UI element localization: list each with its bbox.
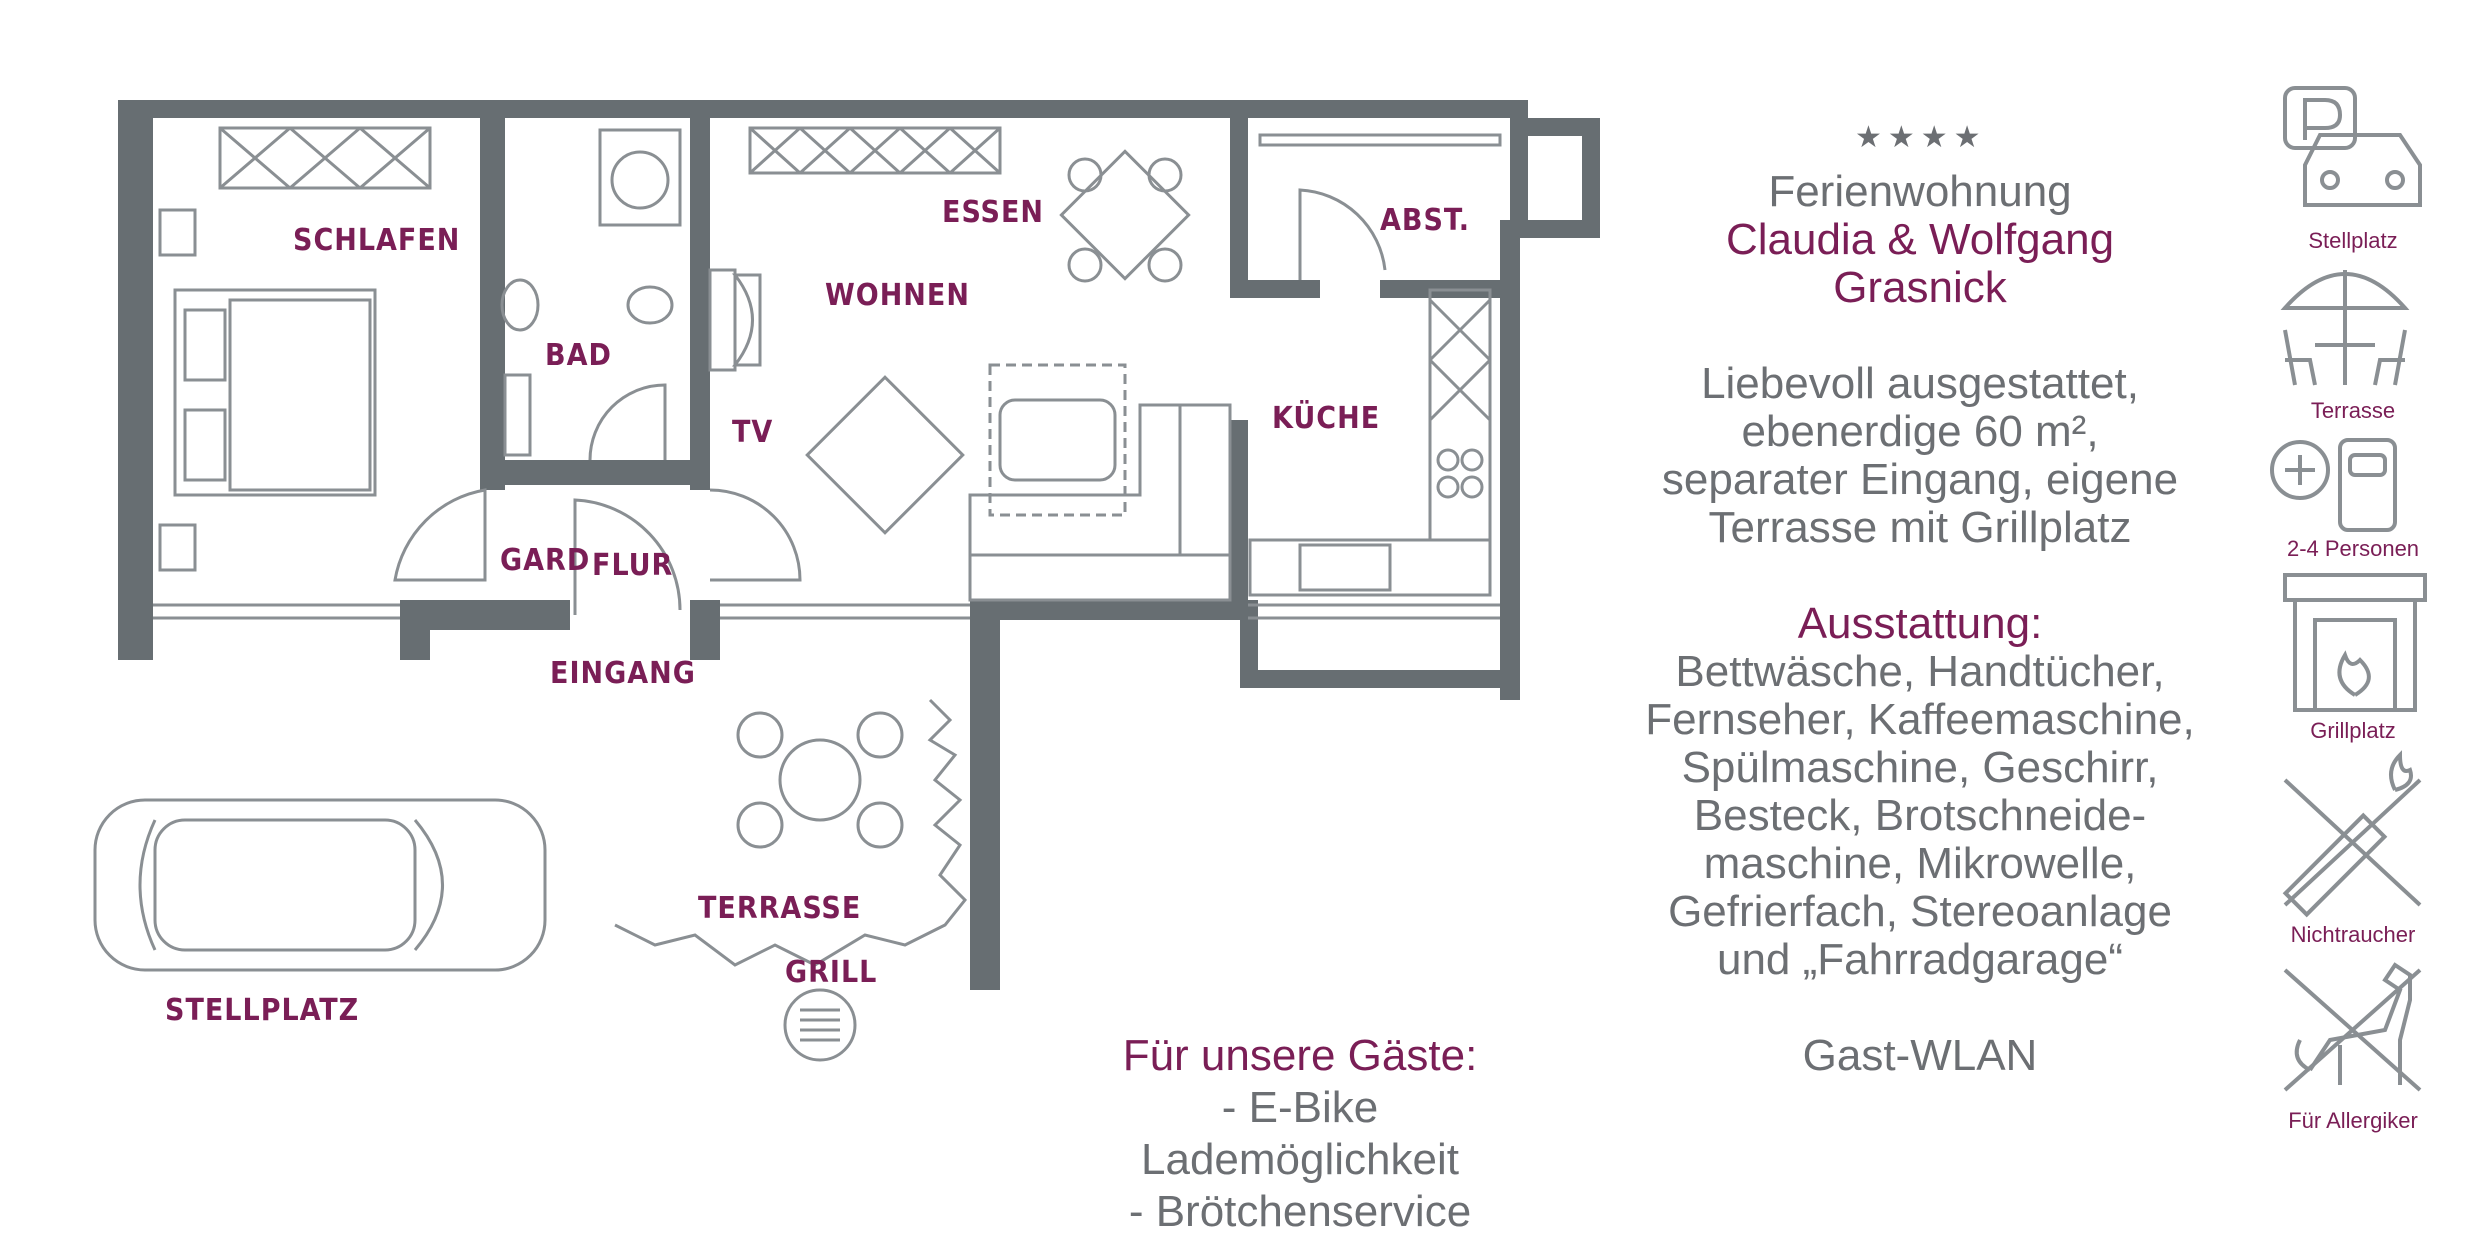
icon-label-nichtraucher: Nichtraucher	[2290, 922, 2416, 947]
label-terrasse: TERRASSE	[698, 891, 861, 926]
title-line3: Grasnick	[1833, 263, 2007, 312]
ausstattung-line: Gefrierfach, Stereoanlage	[1668, 887, 2172, 936]
label-abst: ABST.	[1380, 203, 1470, 238]
icon-label-allergiker: Für Allergiker	[2288, 1108, 2418, 1133]
wlan-label: Gast-WLAN	[1802, 1031, 2038, 1080]
ausstattung-line: Spülmaschine, Geschirr,	[1681, 743, 2159, 792]
icon-label-personen: 2-4 Personen	[2286, 536, 2420, 561]
desc-line: Liebevoll ausgestattet,	[1701, 359, 2139, 408]
label-gard: GARD	[500, 543, 590, 578]
terrace-icon	[2280, 270, 2410, 386]
ausstattung-title: Ausstattung:	[1797, 599, 2043, 648]
label-grill: GRILL	[785, 955, 877, 990]
title-line2: Claudia & Wolfgang	[1725, 215, 2115, 264]
guests-item: - E-Bike Lademöglichkeit	[1141, 1083, 1459, 1184]
desc-line: Terrasse mit Grillplatz	[1708, 503, 2132, 552]
no-pets-icon	[2283, 962, 2422, 1092]
info-block: Ferienwohnung Claudia & Wolfgang Grasnic…	[1620, 168, 2220, 1080]
parking-icon	[2283, 86, 2422, 207]
ausstattung-line: und „Fahrradgarage“	[1716, 935, 2123, 984]
icon-label-grillplatz: Grillplatz	[2310, 718, 2396, 743]
ausstattung-line: Besteck, Brotschneide-	[1693, 791, 2147, 840]
label-flur: FLUR	[592, 548, 673, 583]
no-smoking-icon	[2282, 750, 2422, 918]
label-essen: ESSEN	[942, 195, 1044, 230]
ausstattung-line: Bettwäsche, Handtücher,	[1675, 647, 2165, 696]
label-bad: BAD	[545, 338, 612, 373]
icon-label-stellplatz: Stellplatz	[2308, 228, 2398, 253]
label-eingang: EINGANG	[550, 656, 696, 691]
persons-icon	[2270, 438, 2397, 532]
label-tv: TV	[732, 415, 773, 450]
label-kueche: KÜCHE	[1272, 399, 1380, 436]
label-wohnen: WOHNEN	[825, 278, 970, 313]
walls	[118, 100, 1600, 990]
grill-icon	[2283, 573, 2427, 712]
ausstattung-line: Fernseher, Kaffeemaschine,	[1645, 695, 2195, 744]
ausstattung-line: maschine, Mikrowelle,	[1703, 839, 2137, 888]
desc-line: ebenerdige 60 m²,	[1741, 407, 2099, 456]
desc-line: separater Eingang, eigene	[1661, 455, 2179, 504]
rating-stars: ★★★★	[1855, 121, 1987, 154]
guests-item: - Brötchenservice	[1128, 1187, 1472, 1236]
guests-block: Für unsere Gäste: - E-Bike Lademöglichke…	[1060, 1030, 1540, 1238]
label-stellplatz: STELLPLATZ	[165, 993, 359, 1028]
title-line1: Ferienwohnung	[1768, 167, 2072, 216]
label-schlafen: SCHLAFEN	[293, 223, 460, 258]
icon-label-terrasse: Terrasse	[2310, 398, 2396, 423]
guests-title: Für unsere Gäste:	[1122, 1031, 1478, 1080]
